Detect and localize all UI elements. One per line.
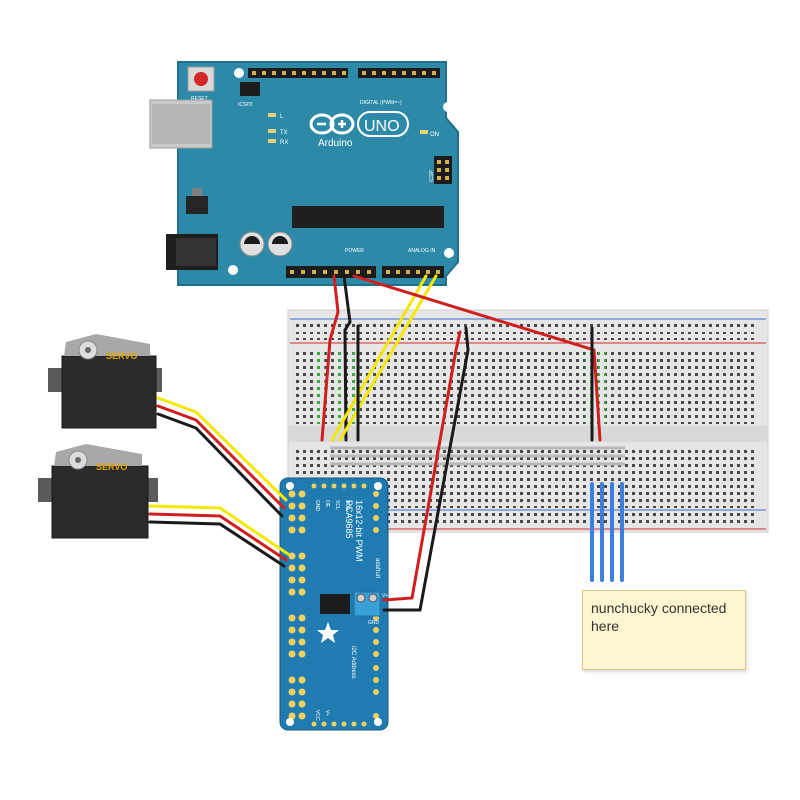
- sticky-note-text: nunchucky connected here: [591, 600, 727, 634]
- led-tx-label: TX: [280, 130, 288, 136]
- servo-1: SERVO: [48, 334, 162, 429]
- arduino-uno-board: RESET DIGITAL (PWM=~) ICSP2 L TX RX Ardu…: [149, 61, 459, 286]
- pwm-power-red-wire: [382, 330, 462, 602]
- digital-label: DIGITAL (PWM=~): [360, 100, 402, 106]
- led-l-label: L: [280, 114, 284, 120]
- led-rx-label: RX: [280, 140, 288, 146]
- arduino-brand: Arduino: [318, 138, 353, 149]
- pwm-board-brand: adafruit: [374, 558, 380, 578]
- pin-label-vplus: V+: [324, 710, 330, 716]
- power-header: [286, 266, 376, 278]
- terminal-vplus-label: V+: [382, 593, 388, 599]
- servo-1-black-wire: [156, 412, 284, 518]
- pin-label-oe: OE: [324, 500, 330, 508]
- servo-1-red-wire: [156, 404, 286, 510]
- power-label: POWER: [345, 248, 364, 254]
- arduino-analog-yellow-wire-1: [330, 274, 428, 442]
- icsp2-header: [240, 82, 260, 96]
- servo-2: SERVO: [38, 444, 158, 539]
- i2c-address-label: I2C Address: [350, 646, 356, 679]
- icsp-header: [434, 156, 452, 184]
- pwm-chip-label: PCA9685: [344, 500, 354, 539]
- servo-2-red-wire: [148, 512, 288, 562]
- icsp2-label: ICSP2: [238, 102, 253, 108]
- servo-2-label: SERVO: [96, 462, 127, 472]
- servo-2-yellow-wire: [148, 504, 290, 556]
- pwm-gnd-black-wire: [382, 326, 470, 612]
- pin-label-gnd: GND: [314, 500, 320, 512]
- pca9685-chip: [320, 594, 350, 614]
- arduino-model: UNO: [364, 118, 400, 135]
- arduino-gnd-black-wire: [342, 274, 352, 442]
- arduino-logo: Arduino: [309, 113, 355, 149]
- arduino-5v-red-wire: [320, 274, 340, 442]
- servo-1-yellow-wire: [156, 396, 288, 502]
- adafruit-star-icon: [317, 622, 339, 643]
- terminal-gnd-label: GND: [368, 620, 380, 626]
- arduino-power-red-wire: [352, 274, 602, 442]
- pwm-board-title: 16x12-bit PWM: [354, 500, 364, 562]
- pin-label-scl: SCL: [334, 500, 340, 510]
- analog-header: [382, 266, 444, 278]
- arduino-analog-yellow-wire-2: [338, 274, 438, 442]
- sticky-note: nunchucky connected here: [582, 590, 746, 670]
- analog-label: ANALOG IN: [408, 248, 436, 254]
- digital-header: [248, 68, 348, 78]
- pin-label-vcc: VCC: [314, 710, 320, 721]
- icsp-label: ICSP: [429, 170, 435, 182]
- microcontroller-chip: [292, 206, 444, 228]
- wires: [148, 274, 624, 612]
- servo-1-label: SERVO: [106, 351, 137, 361]
- servo-2-black-wire: [148, 520, 286, 568]
- pin-label-sda: SDA: [344, 500, 350, 511]
- pwm-servo-driver-board: V+ GND 16x12-bit PWM PCA9685 adafruit I2…: [279, 477, 389, 731]
- on-label: ON: [430, 132, 439, 138]
- reset-label: RESET: [191, 96, 208, 102]
